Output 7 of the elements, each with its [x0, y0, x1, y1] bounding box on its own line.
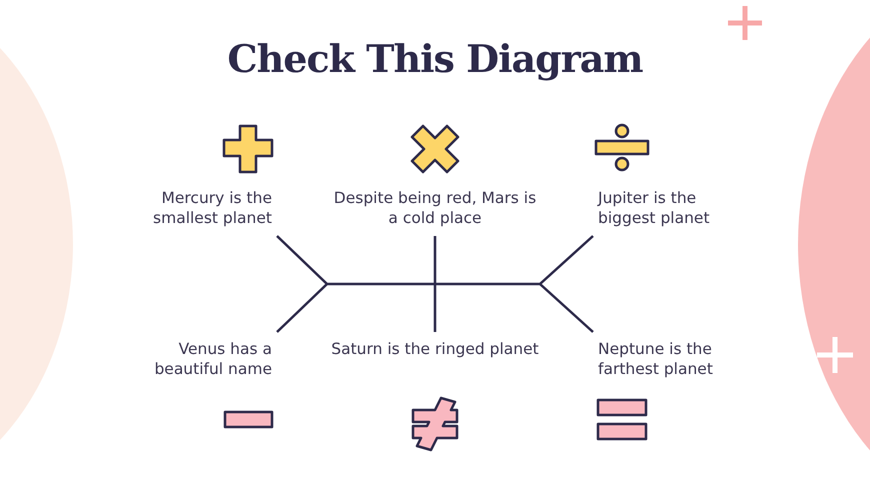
- fishbone-label: Saturn is the ringed planet: [330, 339, 540, 359]
- fishbone-label: Neptune is the farthest planet: [598, 339, 758, 379]
- fishbone-label: Mercury is the smallest planet: [120, 188, 272, 228]
- fishbone-label: Jupiter is the biggest planet: [598, 188, 758, 228]
- fishbone-label: Venus has a beautiful name: [120, 339, 272, 379]
- fishbone-label: Despite being red, Mars is a cold place: [330, 188, 540, 228]
- title: Check This Diagram: [226, 36, 644, 81]
